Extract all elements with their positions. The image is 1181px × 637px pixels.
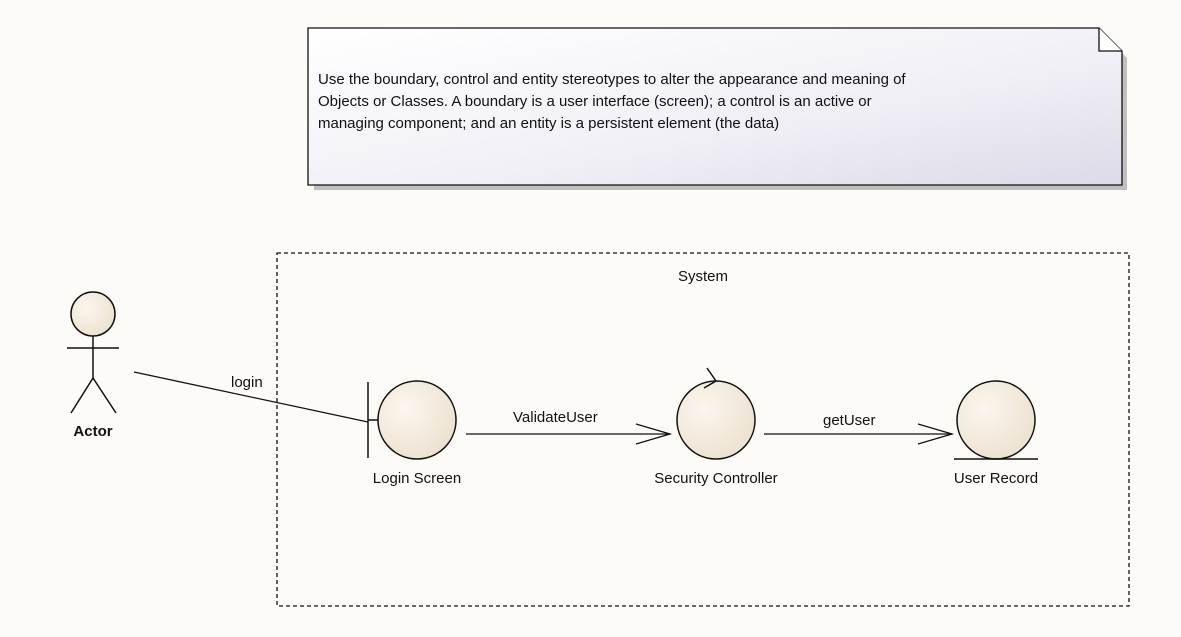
validate-arrowhead bbox=[635, 423, 673, 445]
note-element[interactable] bbox=[307, 27, 1127, 190]
getuser-connector[interactable] bbox=[764, 423, 955, 445]
validate-label: ValidateUser bbox=[513, 409, 598, 426]
boundary-label: Login Screen bbox=[373, 470, 461, 487]
boundary-element[interactable] bbox=[367, 380, 457, 460]
actor-head bbox=[70, 291, 116, 337]
entity-label: User Record bbox=[954, 470, 1038, 487]
actor-left-leg bbox=[70, 377, 94, 414]
actor-figure[interactable] bbox=[67, 291, 119, 414]
note-body bbox=[307, 27, 1123, 186]
control-circle bbox=[676, 380, 756, 460]
getuser-arrowhead bbox=[917, 423, 955, 445]
entity-element[interactable] bbox=[954, 380, 1038, 460]
login-label: login bbox=[231, 374, 263, 391]
getuser-label: getUser bbox=[823, 412, 876, 429]
control-label: Security Controller bbox=[654, 470, 777, 487]
actor-right-leg bbox=[92, 377, 117, 414]
note-text: Use the boundary, control and entity ste… bbox=[318, 71, 906, 132]
system-boundary[interactable] bbox=[276, 252, 1130, 607]
note-fold bbox=[1098, 28, 1122, 52]
control-arrow-icon bbox=[703, 367, 718, 389]
boundary-circle bbox=[377, 380, 457, 460]
entity-circle bbox=[956, 380, 1036, 460]
actor-label: Actor bbox=[73, 423, 112, 440]
system-label: System bbox=[678, 268, 728, 285]
login-connector[interactable] bbox=[133, 371, 369, 423]
control-element[interactable] bbox=[676, 367, 756, 460]
validate-connector[interactable] bbox=[466, 423, 673, 445]
